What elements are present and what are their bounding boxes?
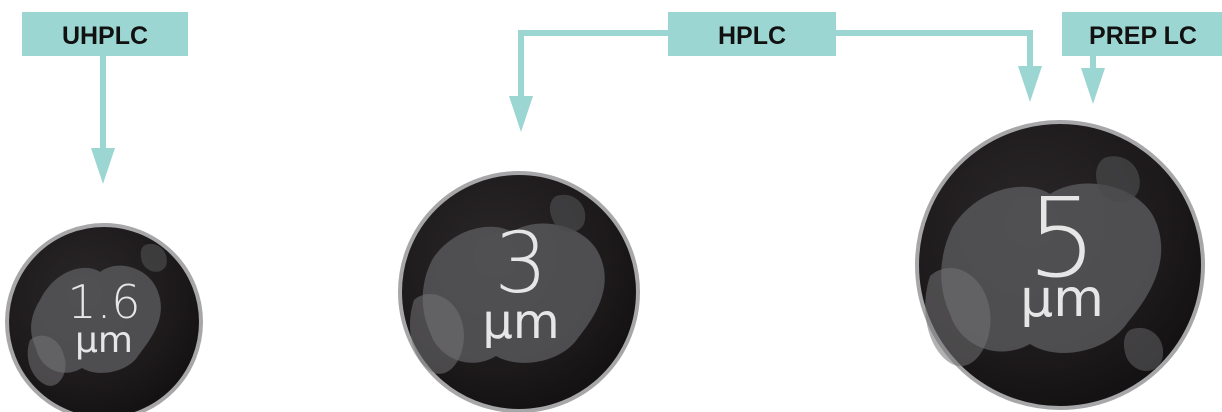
hplc-bracket-right: [836, 33, 1030, 72]
particle-size-unit: µm: [482, 294, 559, 350]
particle-size-unit: µm: [1020, 269, 1104, 329]
uhplc-arrow-head: [91, 148, 115, 184]
hplc-bracket-left: [521, 33, 668, 104]
prep-lc-arrow-head: [1081, 68, 1105, 104]
hplc-arrow-head-left: [509, 96, 533, 132]
particle-5um: 5 µm: [917, 122, 1203, 408]
hplc-group: HPLC: [509, 12, 1042, 132]
particle-size-unit: µm: [75, 320, 133, 361]
hplc-arrow-head-right: [1018, 66, 1042, 102]
prep-lc-group: PREP LC: [1062, 12, 1222, 104]
prep-lc-label: PREP LC: [1089, 22, 1197, 50]
particle-3um: 3 µm: [400, 173, 638, 411]
uhplc-group: UHPLC: [22, 12, 188, 184]
hplc-label: HPLC: [718, 22, 786, 50]
uhplc-label: UHPLC: [62, 22, 148, 50]
particle-1-6um: 1.6 µm: [7, 225, 201, 412]
